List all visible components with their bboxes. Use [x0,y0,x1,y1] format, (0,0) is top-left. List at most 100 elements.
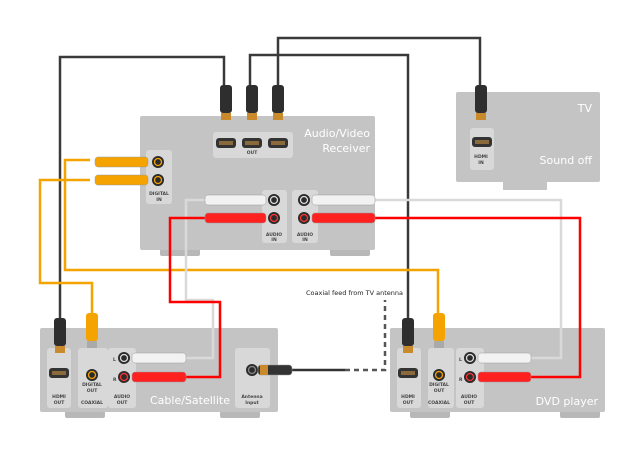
cable-coax-jack-ring [87,370,97,380]
receiver-audio-right-plug-b [311,212,376,224]
dvd-l-label: L [459,357,462,363]
cable-audio-left-jack-ring [119,353,129,363]
cable-audio-left-jack [118,352,130,364]
tv-hdmi-port-pins [475,140,489,144]
cable-audio-right-plug [131,371,187,383]
cable-hdmi-plug-tip [55,346,65,353]
cable-title: Cable/Satellite [150,394,230,407]
receiver-audio-in-a-2: IN [271,237,277,243]
cable-r-label: R [113,377,117,383]
receiver-hdmi-plug-3 [272,85,284,113]
receiver-audio-in-b-2: IN [302,237,308,243]
dvd-r-label: R [459,377,463,383]
dvd-audio-right-plug [477,371,532,383]
receiver-hdmi-plug-2-tip [247,113,257,120]
dvd-title: DVD player [536,395,599,408]
receiver-audio-in-b-right-ring [299,213,309,223]
receiver-digital-jack-2 [152,174,164,186]
receiver-audio-in-a: AUDIO [266,232,282,238]
audio-left-cable-dvd [375,198,563,360]
hdmi-cable-satellite-to-receiver [58,55,226,330]
receiver-title-2: Receiver [322,142,370,155]
receiver-digital-label: DIGITAL [149,191,169,197]
cable-audio-label-2: OUT [117,400,128,406]
cable-coax-jack [86,369,98,381]
receiver-digital-jack-1-ring [153,157,163,167]
dvd-audio-label: AUDIO [461,394,477,400]
cable-antenna-jack-ring [247,365,257,375]
dvd-audio-left-jack [464,352,476,364]
hdmi-cable-dvd-to-receiver [248,53,410,330]
dvd-hdmi-plug [402,318,414,346]
dvd-audio-left-jack-ring [465,353,475,363]
dvd-coax-jack-ring [434,370,444,380]
cable-digital-label-2: OUT [87,388,98,394]
dvd-hdmi-label: HDMI [401,394,415,400]
receiver-hdmi-plug-3-tip [273,113,283,120]
tv-stand [503,182,547,190]
receiver-audio-in-b-right [298,212,310,224]
dvd-hdmi-label-2: OUT [403,400,414,406]
dvd-coax-plug [433,313,445,341]
coaxial-feed-annotation: Coaxial feed from TV antenna [306,289,403,297]
dvd-coax-plug-tip [434,341,444,348]
dvd-audio-right-jack-ring [465,372,475,382]
cable-coax-plug-tip [87,341,97,348]
receiver-digital-jack-2-ring [153,175,163,185]
cable-antenna-jack [246,364,258,376]
tv-hdmi-plug [475,85,487,113]
cable-audio-right-jack [118,371,130,383]
dvd-audio-label-2: OUT [464,400,475,406]
receiver-audio-left-plug-a [204,194,267,206]
cable-hdmi-plug [54,318,66,346]
cable-audio-label: AUDIO [114,394,130,400]
receiver-audio-in-b-left-ring [299,195,309,205]
receiver-audio-right-plug-a [204,212,267,224]
cable-hdmi-port-pins [52,371,66,375]
audio-left-cable-satellite [184,198,215,360]
receiver-audio-in-a-left [268,194,280,206]
receiver-title-1: Audio/Video [304,127,370,140]
receiver-audio-in-a-right [268,212,280,224]
tv-title: TV [577,102,593,115]
cable-hdmi-label: HDMI [52,394,66,400]
tv-status: Sound off [540,154,593,167]
cable-antenna-label: Antenna [241,394,262,400]
antenna-feed-dashed-line [345,300,387,372]
hdmi-cable-receiver-to-tv [276,36,482,95]
cable-coaxial-label: COAXIAL [81,400,103,406]
receiver-digital-label-2: IN [156,197,162,203]
coax-cable-dvd-to-receiver [63,158,440,320]
receiver-hdmi-port-1-pins [219,141,233,145]
tv-hdmi-label: HDMI [474,154,488,160]
dvd-digital-label-2: OUT [434,388,445,394]
dvd-audio-left-plug [477,352,532,364]
cable-audio-right-jack-ring [119,372,129,382]
receiver-hdmi-plug-2 [246,85,258,113]
dvd-audio-right-jack [464,371,476,383]
dvd-digital-label: DIGITAL [429,382,449,388]
receiver-hdmi-plug-1-tip [221,113,231,120]
receiver-audio-in-b-left [298,194,310,206]
cable-audio-left-plug [131,352,187,364]
receiver-coax-plug-2 [94,174,149,186]
receiver-hdmi-out-label: OUT [247,150,258,156]
tv-hdmi-plug-tip [476,113,486,120]
receiver-audio-in-a-right-ring [269,213,279,223]
dvd-hdmi-plug-tip [403,346,413,353]
coax-cable-satellite-to-receiver [38,178,94,320]
receiver-audio-in-b: AUDIO [297,232,313,238]
receiver-audio-left-plug-b [311,194,376,206]
receiver-audio-in-a-left-ring [269,195,279,205]
audio-right-cable-dvd [375,216,582,379]
cable-coax-plug [86,313,98,341]
receiver-hdmi-plug-1 [220,85,232,113]
cable-antenna-label-2: Input [245,400,259,406]
tv-hdmi-label-2: IN [478,160,484,166]
dvd-coax-jack [433,369,445,381]
dvd-hdmi-port-pins [401,371,415,375]
dvd-coaxial-label: COAXIAL [428,400,450,406]
cable-hdmi-label-2: OUT [54,400,65,406]
